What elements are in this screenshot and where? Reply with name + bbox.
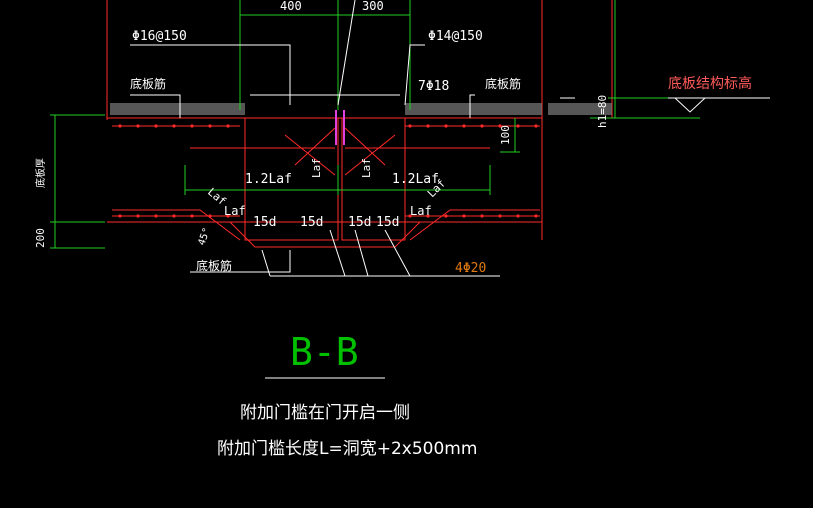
rebar-bar-b: Φ14@150 — [428, 29, 483, 44]
gravel-bed-far — [548, 103, 612, 115]
lap-right-label: 1.2Laf — [392, 172, 439, 187]
rebar-dot — [516, 214, 520, 218]
rebar-dot — [426, 214, 430, 218]
laf-label-a: Laf — [310, 158, 323, 178]
dim-300: 300 — [362, 0, 384, 13]
dim-slab-depth: 底板厚 — [34, 158, 47, 188]
rebar-dot — [516, 124, 520, 128]
elevation-marker — [668, 97, 770, 113]
rebar-dot — [408, 124, 412, 128]
slab-bar-left-label: 底板筋 — [130, 76, 166, 91]
rebar-dot — [534, 214, 538, 218]
laf-label-b: Laf — [360, 158, 373, 178]
d15-label-3: 15d — [348, 215, 371, 230]
slab-bar-right-label: 底板筋 — [485, 76, 521, 91]
rebar-dot — [408, 214, 412, 218]
dim-100: 100 — [499, 125, 512, 145]
note-line-1: 附加门槛在门开启一侧 — [240, 403, 410, 423]
rebar-dot — [172, 214, 176, 218]
rebar-dot — [498, 214, 502, 218]
rebar-dot — [226, 214, 230, 218]
section-title: B-B — [290, 330, 359, 374]
lap-left-label: 1.2Laf — [245, 172, 292, 187]
rebar-dot — [480, 214, 484, 218]
rebar-dot — [208, 124, 212, 128]
rebar-dot — [534, 124, 538, 128]
dim-400: 400 — [280, 0, 302, 13]
dim-200: 200 — [34, 228, 47, 248]
dim-h1-80: h1=80 — [596, 95, 609, 128]
rebar-dot — [136, 124, 140, 128]
rebar-dot — [426, 124, 430, 128]
rebar-dot — [118, 214, 122, 218]
rebar-dot — [118, 124, 122, 128]
gravel-bed-right — [405, 103, 542, 115]
rebar-dot — [498, 124, 502, 128]
rebar-dot — [172, 124, 176, 128]
rebar-dot — [154, 214, 158, 218]
rebar-bar-d: 4Φ20 — [455, 261, 486, 276]
rebar-dot — [462, 124, 466, 128]
rebar-dot — [190, 214, 194, 218]
d15-label-2: 15d — [300, 215, 323, 230]
rebar-dot — [190, 124, 194, 128]
rebar-dot — [444, 214, 448, 218]
rebar-bar-a: Φ16@150 — [132, 29, 187, 44]
rebar-dots — [118, 124, 538, 218]
angle-label: 45° — [196, 226, 213, 247]
d15-label-4: 15d — [376, 215, 399, 230]
green-dimensions — [50, 0, 770, 249]
gravel-bed-left — [110, 103, 245, 115]
slab-bar-bottom-label: 底板筋 — [196, 258, 232, 273]
rebar-dot — [154, 124, 158, 128]
red-outline — [106, 0, 613, 248]
rebar-dot — [136, 214, 140, 218]
rebar-dot — [226, 124, 230, 128]
d15-label-1: 15d — [253, 215, 276, 230]
laf-label-d: Laf — [224, 204, 246, 218]
center-bars — [335, 110, 345, 145]
rebar-dot — [480, 124, 484, 128]
rebar-dot — [208, 214, 212, 218]
rebar-dot — [444, 124, 448, 128]
note-line-2: 附加门槛长度L=洞宽+2x500mm — [217, 439, 477, 459]
rebar-bar-c: 7Φ18 — [418, 79, 449, 94]
rebar-dot — [462, 214, 466, 218]
laf-label-e: Laf — [410, 204, 432, 218]
leader-lines — [130, 0, 575, 277]
elevation-label: 底板结构标高 — [668, 75, 752, 92]
